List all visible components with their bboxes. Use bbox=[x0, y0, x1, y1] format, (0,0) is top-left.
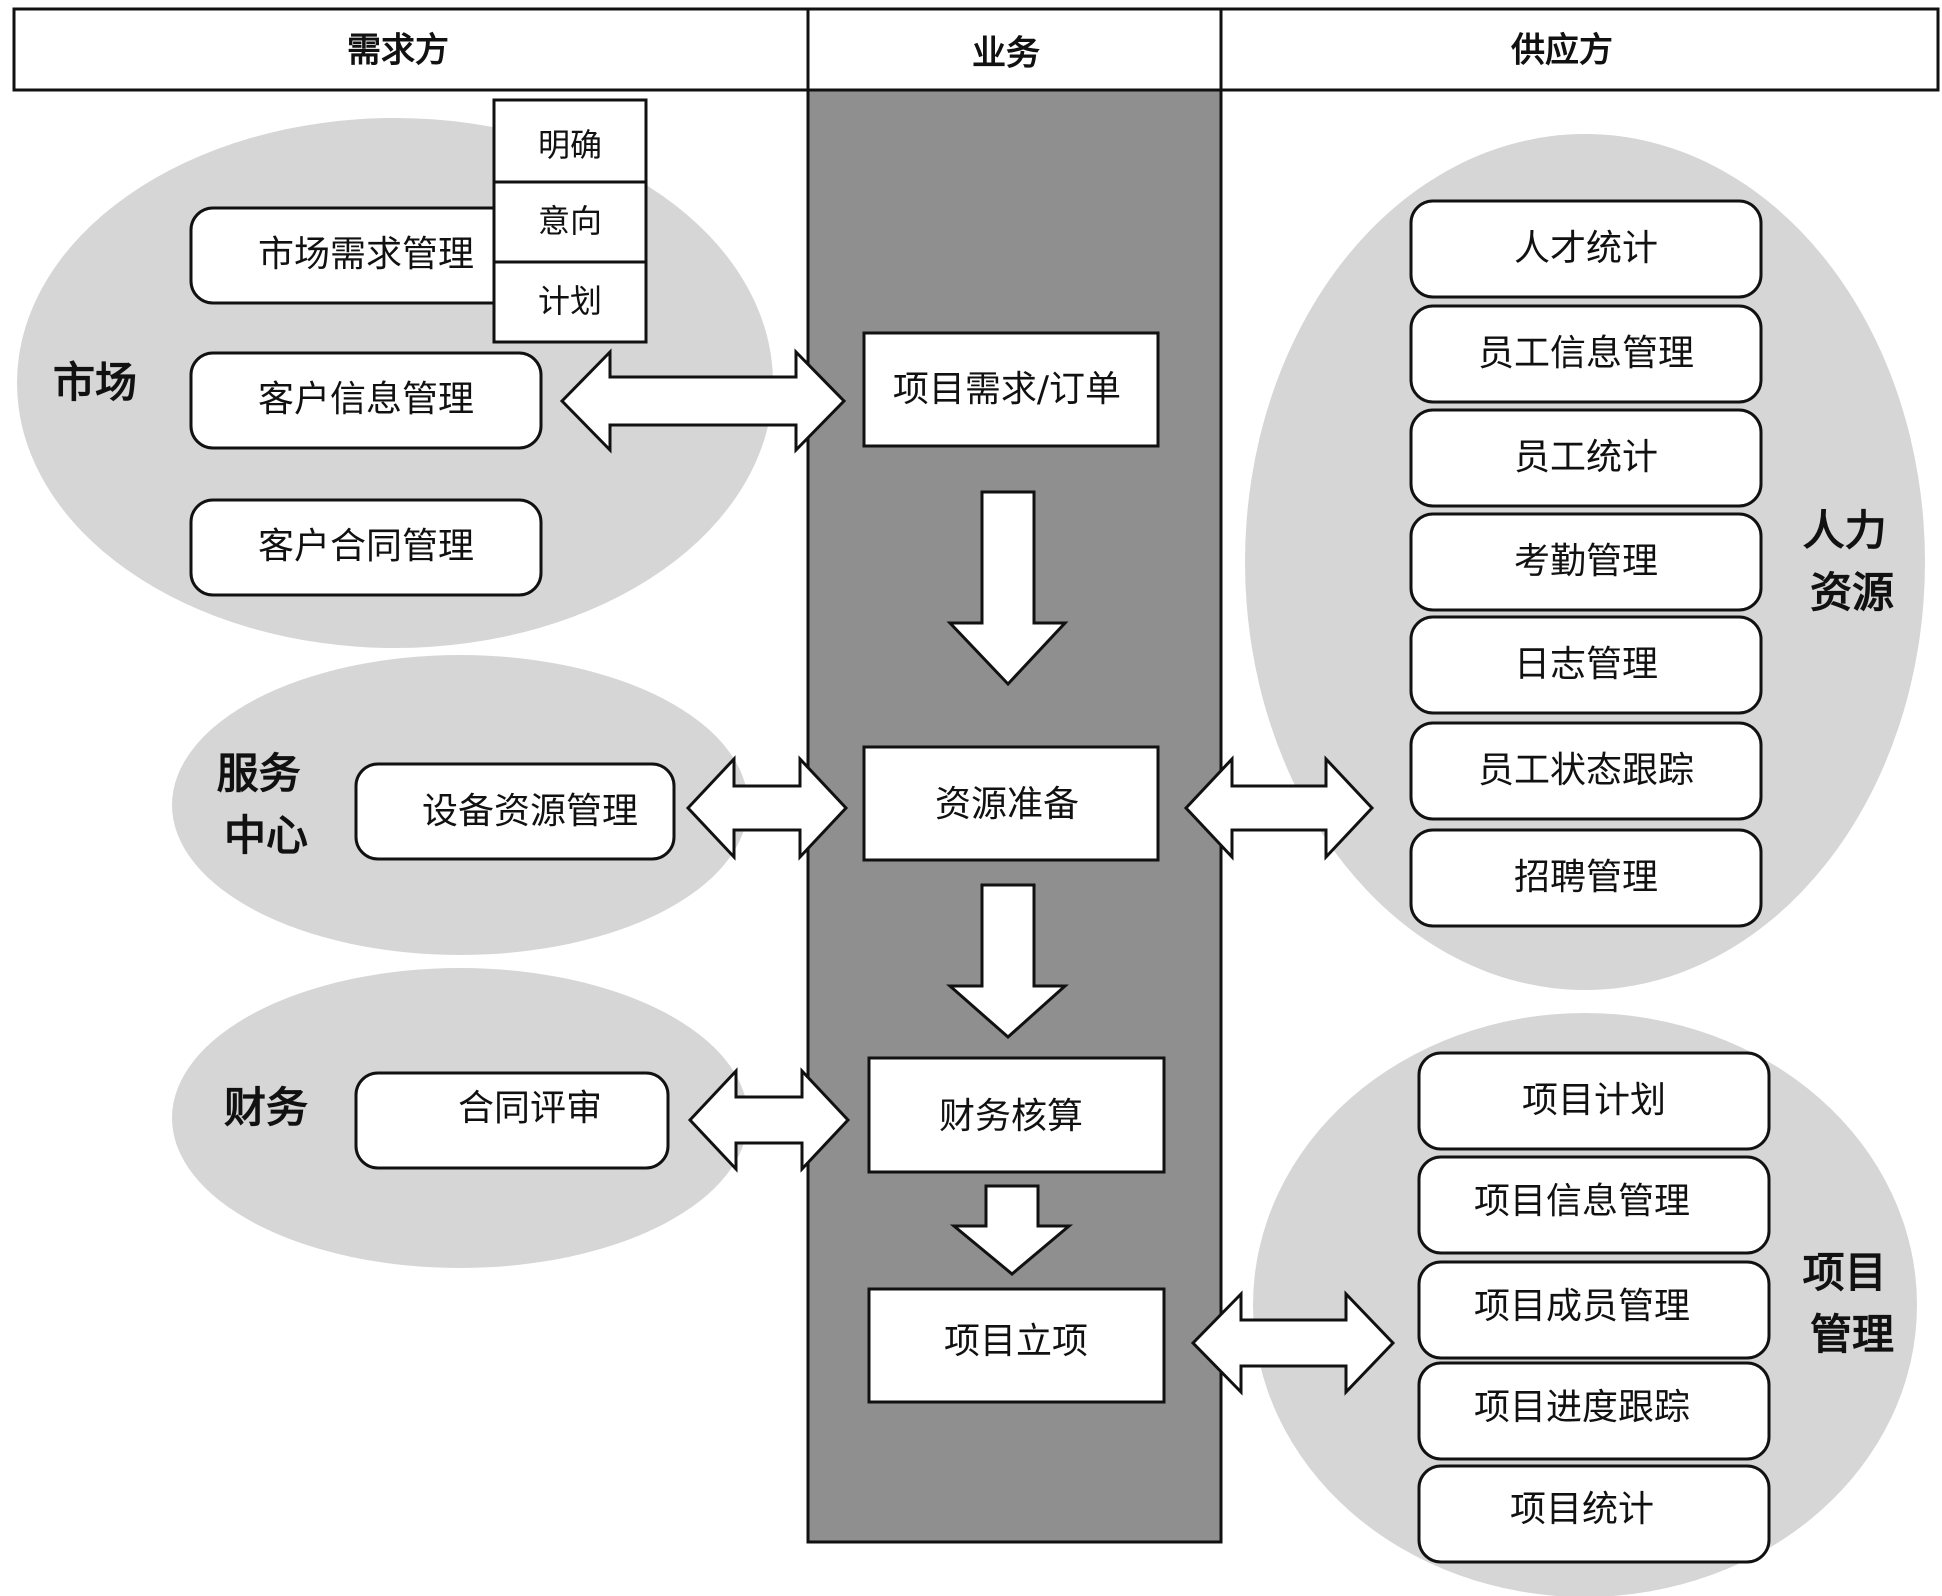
zone-labels: 市场 服务 中心 财务 人力 资源 项目 管理 bbox=[53, 358, 1902, 1359]
pm-item-label: 项目进度跟踪 bbox=[1474, 1387, 1690, 1428]
down-arrow bbox=[949, 1184, 1074, 1276]
market-item-box bbox=[189, 351, 543, 450]
hr-item-box bbox=[1409, 199, 1763, 299]
business-flow: 项目需求/订单 资源准备 财务核算 项目立项 bbox=[862, 331, 1166, 1404]
project-mgmt-items: 项目计划 项目信息管理 项目成员管理 项目进度跟踪 项目统计 bbox=[1417, 1051, 1771, 1564]
header-supply: 供应方 bbox=[1510, 31, 1613, 71]
hr-item-label: 员工信息管理 bbox=[1478, 333, 1694, 374]
market-item-label: 客户信息管理 bbox=[258, 379, 474, 420]
market-sub-items: 明确 意向 计划 bbox=[492, 98, 648, 344]
down-arrow bbox=[946, 883, 1069, 1040]
hr-item-box bbox=[1409, 408, 1763, 508]
hr-item-box bbox=[1409, 721, 1763, 821]
hr-item-label: 日志管理 bbox=[1514, 644, 1658, 685]
flow-step-label: 项目立项 bbox=[944, 1321, 1088, 1362]
finance-items: 合同评审 bbox=[354, 1071, 670, 1170]
sub-item-label: 意向 bbox=[538, 202, 602, 240]
flow-step-label: 财务核算 bbox=[939, 1096, 1083, 1137]
hr-label: 人力 资源 bbox=[1803, 506, 1902, 617]
pm-item-box bbox=[1417, 1464, 1771, 1564]
service-item-box bbox=[354, 762, 676, 861]
sub-item-label: 计划 bbox=[538, 282, 602, 320]
flow-step-label: 资源准备 bbox=[935, 784, 1079, 825]
hr-item-label: 招聘管理 bbox=[1514, 857, 1658, 898]
hr-item-box bbox=[1409, 512, 1763, 612]
hr-item-box bbox=[1409, 828, 1763, 928]
finance-item-label: 合同评审 bbox=[458, 1088, 602, 1129]
flow-step-box bbox=[862, 745, 1160, 862]
finance-label: 财务 bbox=[224, 1083, 308, 1132]
pm-item-label: 项目信息管理 bbox=[1474, 1181, 1690, 1222]
sub-item-box bbox=[492, 180, 648, 264]
pm-item-label: 项目计划 bbox=[1522, 1080, 1666, 1121]
hr-item-label: 人才统计 bbox=[1514, 228, 1658, 269]
hr-item-label: 考勤管理 bbox=[1514, 541, 1658, 582]
double-arrow bbox=[1183, 755, 1375, 861]
header-demand: 需求方 bbox=[347, 31, 449, 71]
header-supply-cell bbox=[1219, 7, 1940, 92]
flow-step-box bbox=[867, 1056, 1166, 1174]
sub-item-box bbox=[492, 260, 648, 344]
pm-item-label: 项目成员管理 bbox=[1474, 1286, 1690, 1327]
flow-step-label: 项目需求/订单 bbox=[893, 369, 1121, 410]
market-label: 市场 bbox=[53, 358, 137, 407]
service-center-items: 设备资源管理 bbox=[354, 762, 676, 861]
sub-item-label: 明确 bbox=[538, 126, 602, 164]
finance-item-box bbox=[354, 1071, 670, 1170]
market-items: 市场需求管理 客户信息管理 客户合同管理 bbox=[189, 206, 543, 597]
market-item-label: 客户合同管理 bbox=[258, 526, 474, 567]
header-row: 需求方 业务 供应方 bbox=[12, 7, 1940, 92]
flow-step-box bbox=[867, 1287, 1166, 1404]
pm-item-box bbox=[1417, 1051, 1771, 1151]
header-business: 业务 bbox=[972, 34, 1040, 74]
connector-arrows bbox=[559, 348, 1396, 1396]
header-business-cell bbox=[806, 7, 1223, 92]
flow-arrows bbox=[946, 490, 1074, 1276]
market-item-box bbox=[189, 498, 543, 597]
hr-items: 人才统计 员工信息管理 员工统计 考勤管理 日志管理 员工状态跟踪 招聘管理 bbox=[1409, 199, 1763, 928]
hr-item-box bbox=[1409, 304, 1763, 404]
service-item-label: 设备资源管理 bbox=[422, 791, 638, 832]
flow-step-box bbox=[862, 331, 1160, 448]
double-arrow bbox=[685, 755, 849, 861]
hr-item-label: 员工状态跟踪 bbox=[1478, 750, 1694, 791]
down-arrow bbox=[946, 490, 1069, 687]
project-mgmt-label: 项目 管理 bbox=[1803, 1248, 1902, 1359]
service-center-label: 服务 中心 bbox=[217, 749, 316, 860]
market-item-label: 市场需求管理 bbox=[258, 234, 474, 275]
pm-item-box bbox=[1417, 1155, 1771, 1255]
double-arrow bbox=[687, 1067, 851, 1173]
pm-item-label: 项目统计 bbox=[1510, 1489, 1654, 1530]
double-arrow bbox=[1190, 1290, 1396, 1396]
double-arrow bbox=[559, 348, 847, 454]
hr-item-box bbox=[1409, 615, 1763, 715]
sub-item-box bbox=[492, 98, 648, 184]
header-demand-cell bbox=[12, 7, 810, 92]
hr-item-label: 员工统计 bbox=[1514, 437, 1658, 478]
pm-item-box bbox=[1417, 1361, 1771, 1461]
pm-item-box bbox=[1417, 1260, 1771, 1360]
